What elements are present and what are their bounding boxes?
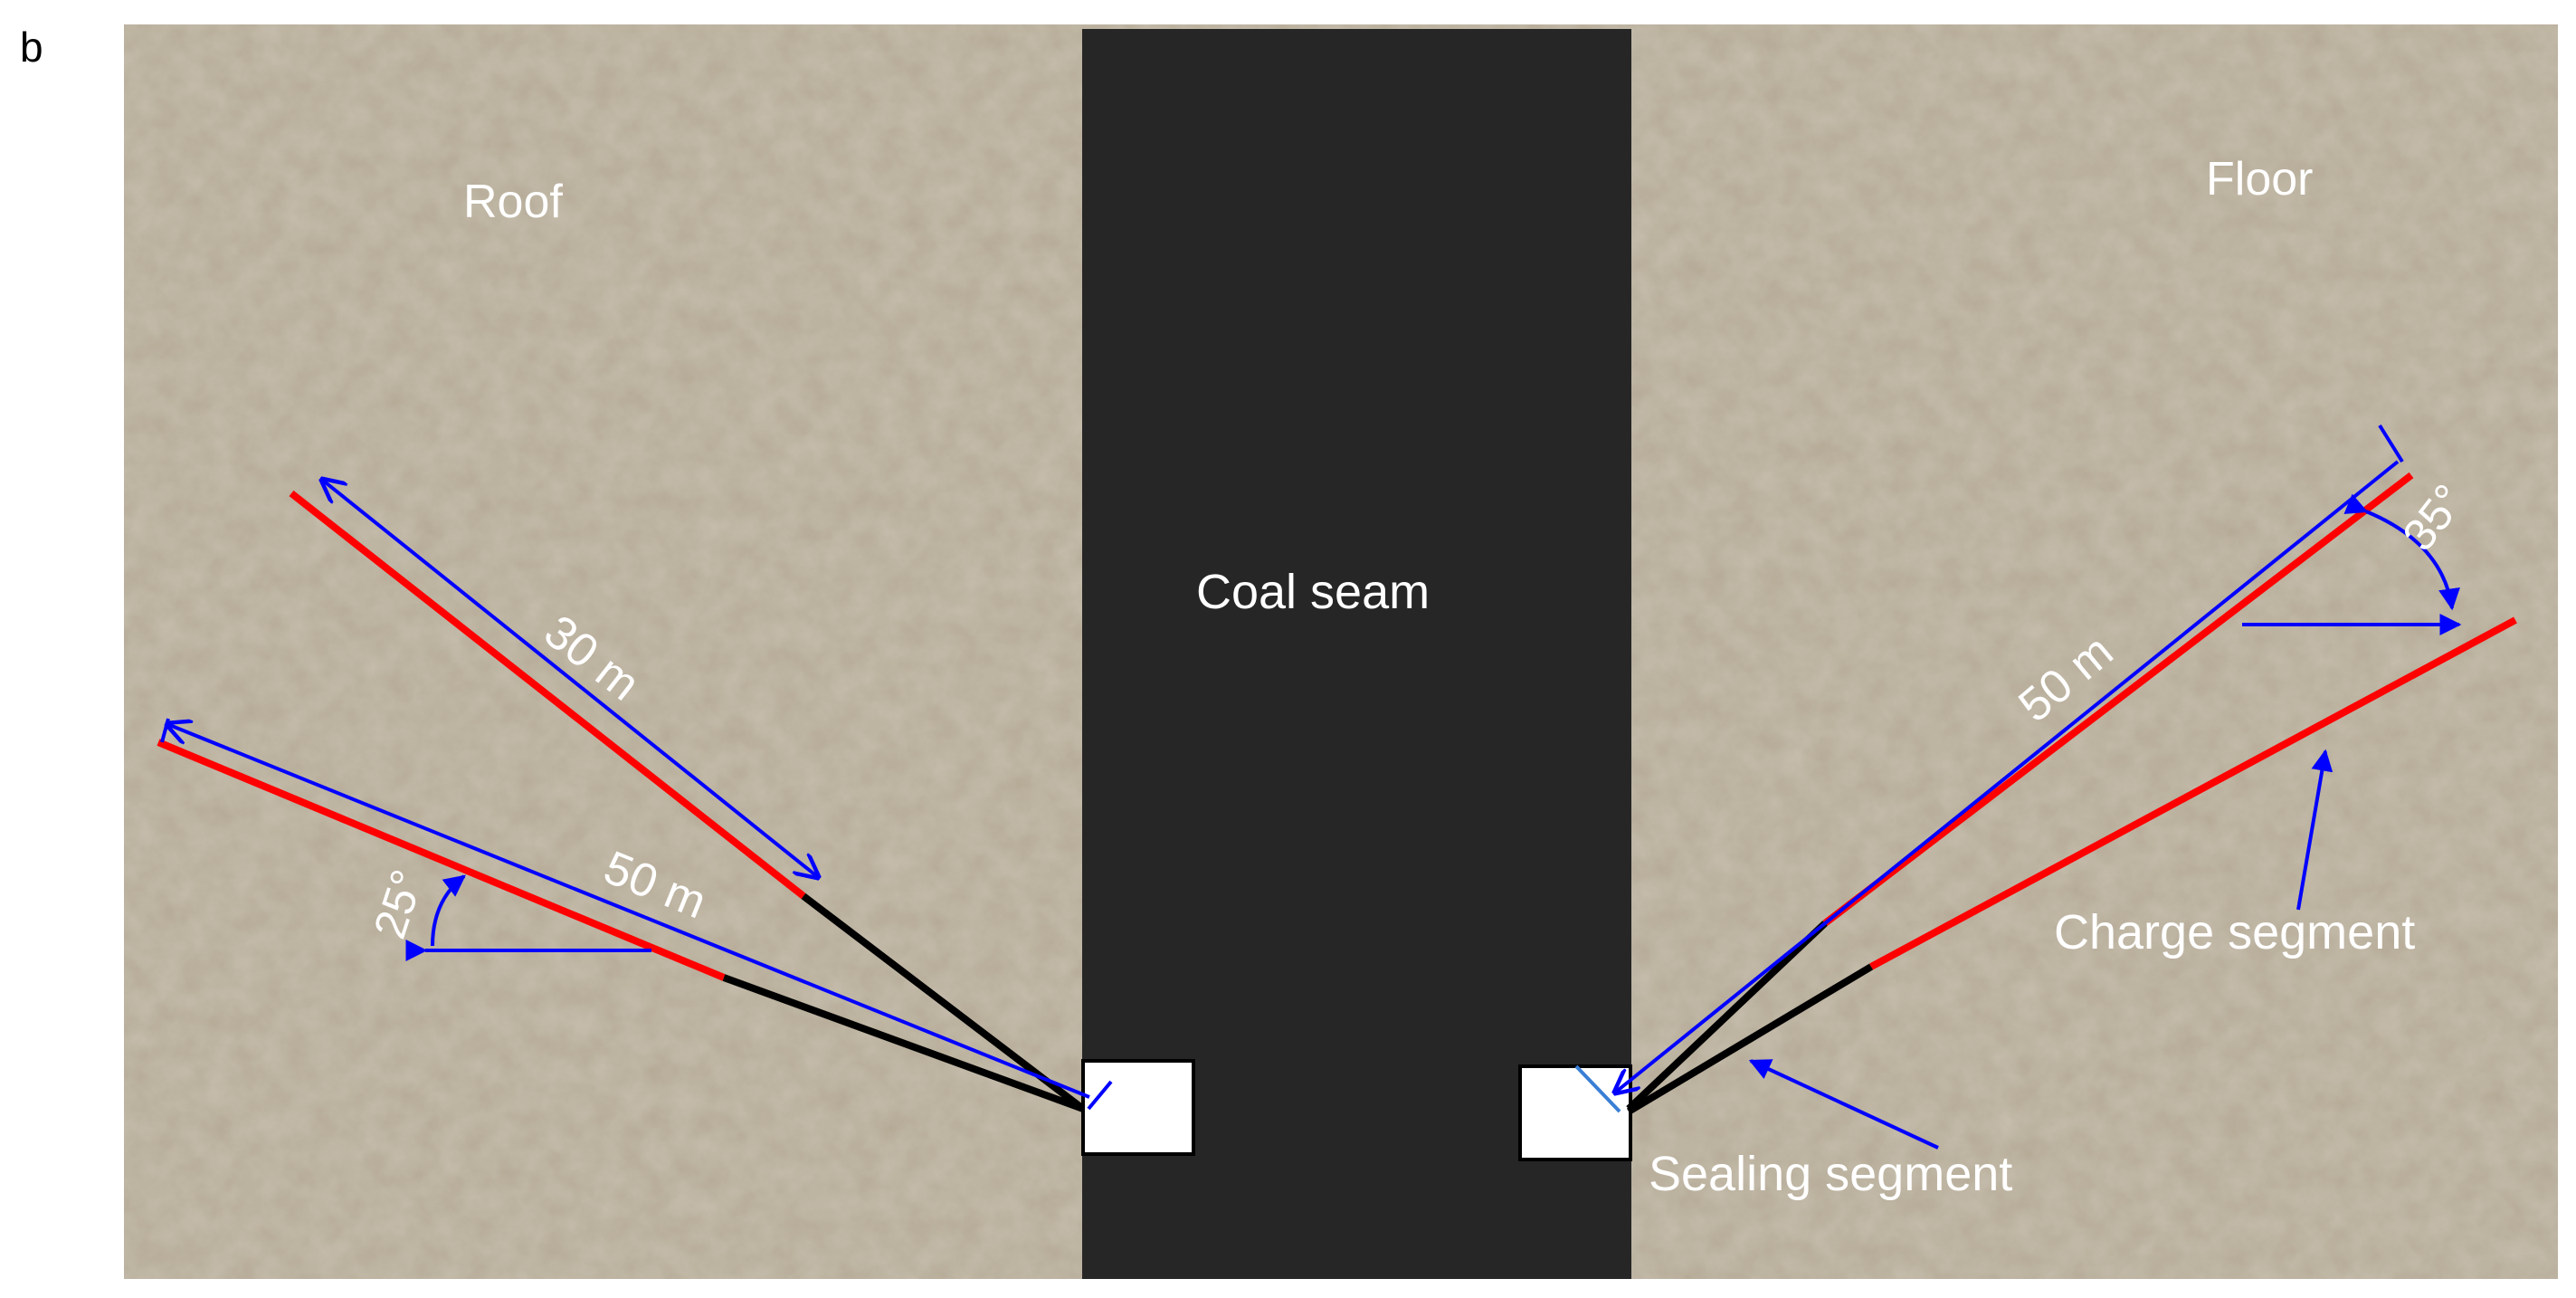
roof-angle-arc — [431, 874, 466, 947]
coal-seam-label: Coal seam — [1196, 565, 1430, 619]
floor-angle-arc — [2343, 493, 2460, 611]
floor-dimension-tick-bottom — [1574, 1064, 1621, 1113]
roof-lower-sealing-segment — [722, 974, 1085, 1112]
sealing-segment-pointer — [1748, 1059, 1939, 1150]
roof-label: Roof — [463, 176, 563, 228]
charge-segment-pointer — [2296, 749, 2334, 911]
floor-upper-dimension-line — [1615, 460, 2400, 1093]
roof-upper-dimension-line — [322, 480, 818, 877]
roof-dimension-tick-left — [160, 718, 170, 743]
right-drill-site — [1518, 1064, 1632, 1161]
roof-lower-dimension-line — [167, 724, 1090, 1099]
panel-letter: b — [20, 24, 43, 71]
left-drill-site — [1081, 1059, 1195, 1156]
floor-dimension-tick-top — [2378, 424, 2404, 463]
charge-segment-label: Charge segment — [2054, 905, 2415, 959]
floor-upper-charge-segment — [1822, 472, 2414, 927]
floor-label: Floor — [2206, 153, 2313, 205]
roof-lower-dimension-tick — [1087, 1080, 1113, 1111]
roof-upper-sealing-segment — [801, 892, 1086, 1112]
floor-lower-sealing-segment — [1626, 963, 1874, 1115]
floor-lower-charge-segment — [1869, 616, 2517, 970]
sealing-segment-label: Sealing segment — [1649, 1147, 2012, 1201]
floor-upper-sealing-segment — [1626, 921, 1828, 1112]
